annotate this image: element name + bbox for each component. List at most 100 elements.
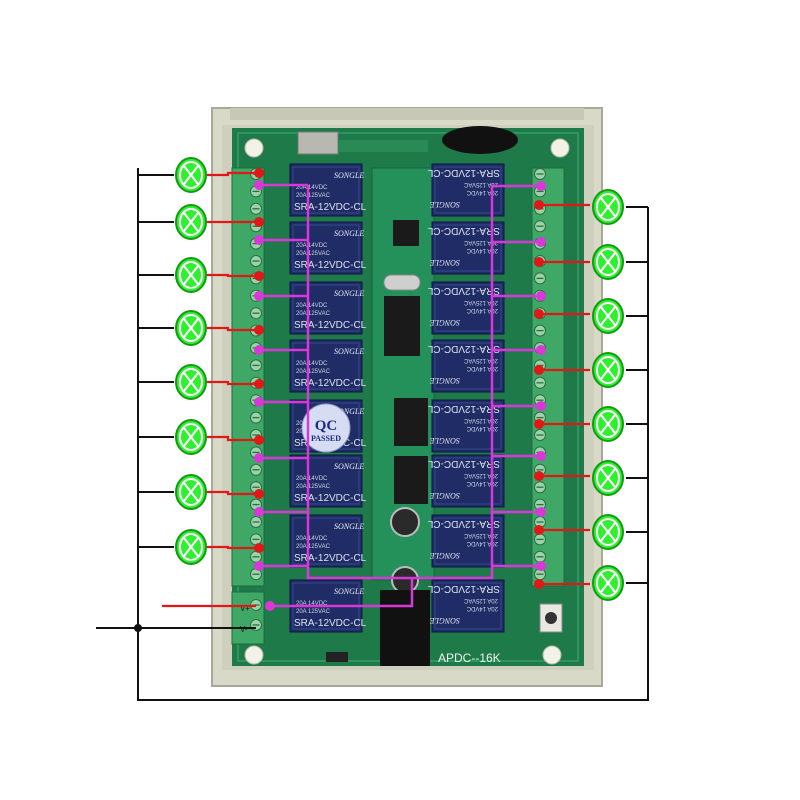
relay-rating-1: 20A 14VDC — [296, 361, 328, 367]
com-bus — [306, 185, 494, 580]
live-wire-left — [207, 171, 259, 177]
lamp-cross — [183, 165, 199, 185]
relay-rating-1: 20A 14VDC — [466, 605, 498, 611]
live-terminal-dot — [534, 525, 544, 535]
live-terminal-dot — [254, 325, 264, 335]
live-terminal-dot — [534, 419, 544, 429]
relay-brand: SONGLE — [334, 587, 364, 596]
lamp-ring — [179, 208, 203, 236]
relay-brand: SONGLE — [334, 289, 364, 298]
lamp-icon — [175, 310, 207, 346]
com-terminal-dot — [536, 237, 546, 247]
led-indicator — [326, 652, 348, 662]
relay-rating-2: 20A 125VAC — [296, 369, 331, 375]
com-terminal-dot — [536, 345, 546, 355]
lamp-ring — [179, 368, 203, 396]
relay-model: SRA-12VDC-CL — [427, 403, 500, 414]
driver-chip-2 — [394, 456, 428, 504]
lamp-ring — [179, 478, 203, 506]
capacitor — [391, 566, 419, 594]
lamp-ring — [596, 518, 620, 546]
lamp-cross — [183, 537, 199, 557]
relay-rating-1: 20A 14VDC — [466, 307, 498, 313]
live-terminal-dot — [254, 217, 264, 227]
live-wire-left — [207, 273, 259, 278]
power-label-positive: V+ — [240, 604, 250, 613]
relay-rating-1: 20A 14VDC — [296, 476, 328, 482]
relay-model: SRA-12VDC-CL — [294, 260, 367, 271]
lamp-ring — [179, 261, 203, 289]
relay-brand: SONGLE — [430, 318, 460, 327]
relay-rating-1: 20A 14VDC — [296, 303, 328, 309]
relay-bevel — [292, 166, 360, 214]
lamp-ring — [179, 314, 203, 342]
lamp-ring — [596, 464, 620, 492]
live-terminal-dot — [254, 489, 264, 499]
junction-dot — [134, 624, 142, 632]
capacitor — [390, 507, 420, 537]
lamp-cross — [600, 306, 616, 326]
qc-badge-circle — [301, 403, 351, 453]
relay-rating-1: 20A 14VDC — [296, 536, 328, 542]
mounting-hole — [550, 138, 570, 158]
com-terminal-dot — [254, 507, 264, 517]
relay-model: SRA-12VDC-CL — [294, 320, 367, 331]
relay-rating-2: 20A 125VAC — [463, 357, 498, 363]
relay-model: SRA-12VDC-CL — [427, 343, 500, 354]
com-terminal-dot — [254, 235, 264, 245]
relay-body — [289, 454, 363, 508]
live-terminal-dot — [254, 168, 264, 178]
lamp-ring — [596, 410, 620, 438]
lamp-icon — [592, 244, 624, 280]
crystal — [383, 274, 421, 291]
lamp-cross — [600, 197, 616, 217]
relay-brand: SONGLE — [430, 376, 460, 385]
relay-rating-1: 20A 14VDC — [296, 243, 328, 249]
lamp-ring — [596, 302, 620, 330]
lamp-ring — [596, 356, 620, 384]
relay-rating-2: 20A 125VAC — [296, 193, 331, 199]
lamp-ring — [179, 161, 203, 189]
relay-brand: SONGLE — [430, 491, 460, 500]
com-terminal-dot — [254, 345, 264, 355]
lamp-cross — [183, 212, 199, 232]
com-terminal-dot — [265, 601, 275, 611]
lamp-layer — [175, 157, 624, 601]
com-terminal-dot — [536, 401, 546, 411]
relay-brand: SONGLE — [334, 462, 364, 471]
relay-rating-2: 20A 125VAC — [463, 417, 498, 423]
lamp-ring — [179, 533, 203, 561]
relay-bevel — [434, 402, 502, 450]
power-terminal-block — [231, 591, 265, 645]
relay-body — [289, 281, 363, 335]
neutral-bus — [137, 168, 649, 701]
lamp-icon — [592, 406, 624, 442]
relay-bevel — [292, 284, 360, 332]
live-terminal-dot — [534, 200, 544, 210]
relay-model: SRA-12VDC-CL — [427, 285, 500, 296]
lamp-ring — [596, 248, 620, 276]
relay-model: SRA-12VDC-CL — [294, 618, 367, 629]
lamp-icon — [175, 204, 207, 240]
relay-rating-2: 20A 125VAC — [296, 311, 331, 317]
relay-model: SRA-12VDC-CL — [294, 493, 367, 504]
com-terminal-dot — [536, 507, 546, 517]
mounting-hole — [244, 138, 264, 158]
qc-badge-subtitle: PASSED — [311, 434, 341, 443]
live-terminal-dot — [534, 471, 544, 481]
relay-bevel — [434, 342, 502, 390]
relay-body — [289, 514, 363, 568]
lamp-cross — [600, 522, 616, 542]
lamp-icon — [592, 352, 624, 388]
relay-rating-2: 20A 125VAC — [463, 181, 498, 187]
relay-bevel — [434, 457, 502, 505]
lamp-icon — [175, 474, 207, 510]
relay-brand: SONGLE — [430, 551, 460, 560]
live-terminal-dot — [254, 379, 264, 389]
relay-model: SRA-12VDC-CL — [427, 518, 500, 529]
